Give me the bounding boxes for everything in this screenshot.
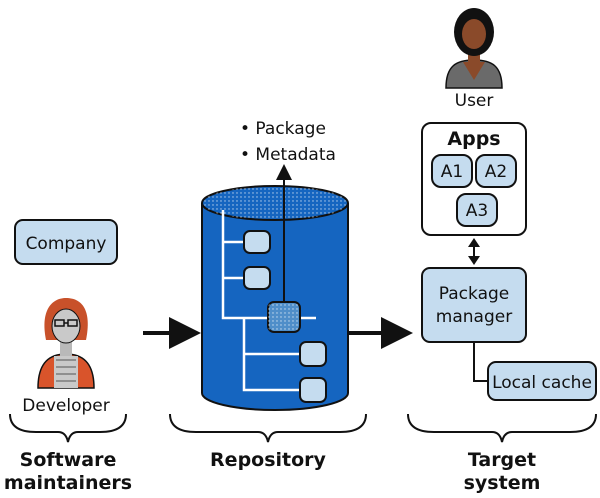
package-manager-cache-link — [473, 342, 488, 382]
developer-icon — [37, 298, 95, 389]
repository-brace — [169, 413, 367, 443]
software-maintainers-brace — [9, 413, 127, 443]
package-manager-label-line1: Package — [439, 284, 509, 304]
package-manager-label-line2: manager — [436, 307, 512, 327]
repo-output-metadata: • Metadata — [240, 145, 336, 165]
app-a1: A1 — [431, 154, 473, 188]
local-cache-box: Local cache — [487, 361, 597, 401]
apps-title: Apps — [447, 128, 500, 150]
package-node — [299, 377, 327, 403]
software-maintainers-title-line1: Software — [20, 449, 117, 471]
software-maintainers-title-line2: maintainers — [4, 472, 132, 494]
app-a2: A2 — [475, 154, 517, 188]
local-cache-label: Local cache — [492, 373, 592, 393]
repo-output-package: • Package — [240, 119, 326, 139]
developer-label: Developer — [22, 396, 109, 416]
package-tree — [221, 210, 327, 403]
package-manager-box: Package manager — [421, 267, 527, 343]
target-system-title-line2: system — [464, 472, 541, 494]
svg-text:A3: A3 — [466, 201, 488, 221]
user-label: User — [455, 91, 494, 111]
svg-text:A2: A2 — [485, 162, 507, 182]
package-node — [299, 341, 327, 367]
package-node — [243, 266, 271, 290]
repository-title: Repository — [210, 449, 326, 471]
target-system-title-line1: Target — [468, 449, 536, 471]
app-a3: A3 — [456, 193, 498, 227]
apps-box: Apps A1 A2 A3 — [421, 122, 527, 236]
company-box: Company — [14, 219, 118, 265]
package-node — [243, 230, 271, 254]
company-label: Company — [26, 234, 107, 254]
target-system-brace — [407, 413, 597, 443]
user-icon — [445, 8, 503, 89]
svg-text:A1: A1 — [441, 162, 463, 182]
